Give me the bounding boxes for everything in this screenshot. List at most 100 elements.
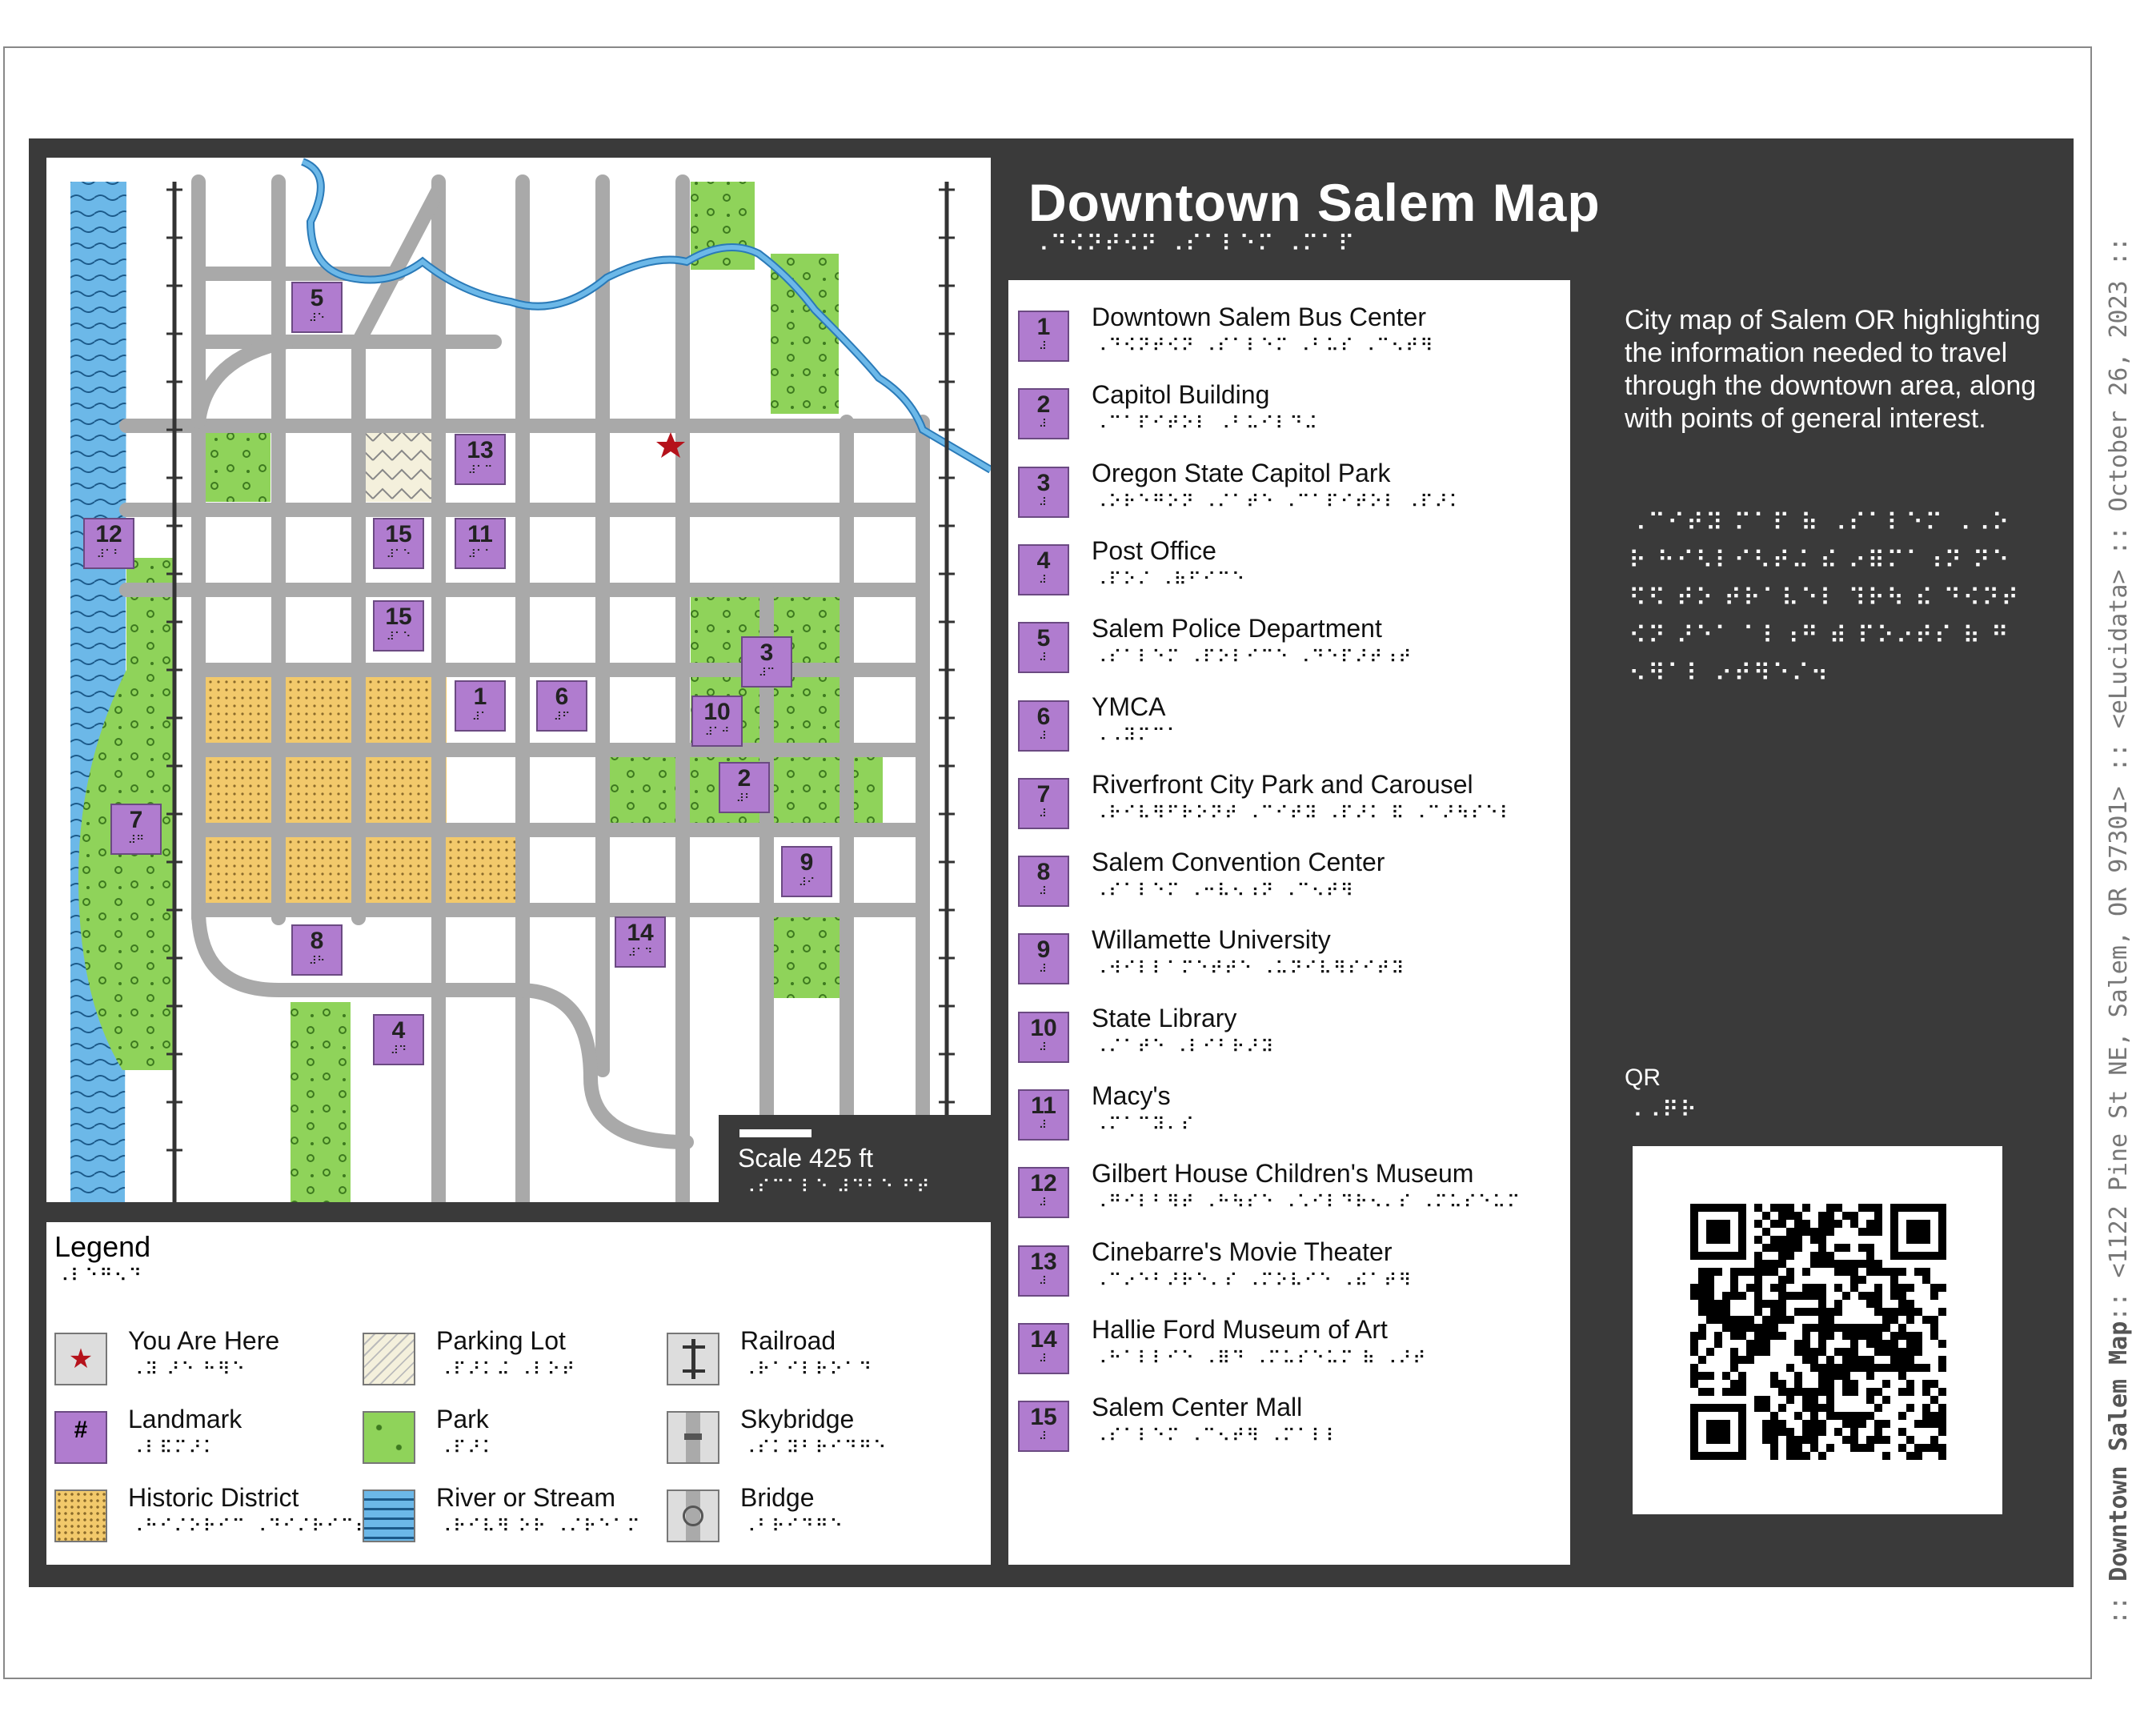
landmark-list-item[interactable]: 15⠼Salem Center Mall⠠⠎⠁⠇⠑⠍ ⠠⠉⠢⠞⠻ ⠠⠍⠁⠇⠇ (1018, 1393, 1562, 1465)
street-map[interactable]: 5⠼⠑ 13⠼⠁⠉ 12⠼⠁⠃ 15⠼⠁⠑ 11⠼⠁⠁ 15⠼⠁⠑ 3⠼⠉ 1⠼… (46, 158, 991, 1202)
historic-district (202, 670, 447, 746)
landmark-braille: ⠠⠉⠔⠑⠃⠜⠗⠑⠄⠎ ⠠⠍⠕⠧⠊⠑ ⠠⠮⠁⠞⠻ (1094, 1270, 1413, 1291)
landmark-list-item[interactable]: 13⠼Cinebarre's Movie Theater⠠⠉⠔⠑⠃⠜⠗⠑⠄⠎ ⠠… (1018, 1237, 1562, 1309)
landmark-name: Riverfront City Park and Carousel (1092, 769, 1473, 799)
map-landmark-2[interactable]: 2⠼⠃ (719, 762, 770, 813)
landmark-number-braille: ⠼ (1038, 1040, 1049, 1054)
landmark-number: 7 (1036, 780, 1051, 808)
landmark-number: 8 (1036, 859, 1051, 886)
map-landmark-8[interactable]: 8⠼⠓ (291, 924, 343, 976)
landmark-list-item[interactable]: 2⠼Capitol Building⠠⠉⠁⠏⠊⠞⠕⠇ ⠠⠃⠥⠊⠇⠙⠬ (1018, 380, 1562, 452)
qr-code[interactable] (1633, 1146, 2002, 1514)
landmark-number-braille: ⠼ (1038, 963, 1049, 976)
landmark-number: 1 (1036, 314, 1051, 340)
map-landmark-9[interactable]: 9⠼⠊ (781, 846, 832, 897)
landmark-braille: ⠠⠓⠁⠇⠇⠊⠑ ⠠⠿⠙ ⠠⠍⠥⠎⠑⠥⠍ ⠷ ⠠⠜⠞ (1094, 1348, 1428, 1369)
map-landmark-15[interactable]: 15⠼⠁⠑ (373, 600, 424, 652)
landmark-symbol: # (74, 1417, 88, 1443)
landmark-number: 10 (1030, 1014, 1057, 1041)
landmark-number: 5 (1036, 625, 1051, 652)
landmark-name: Downtown Salem Bus Center (1092, 303, 1426, 331)
landmark-name: Macy's (1092, 1081, 1171, 1110)
legend-braille: ⠠⠽ ⠜⠑ ⠓⠻⠑ (130, 1360, 246, 1380)
legend-item-historic-district: Historic District ⠠⠓⠊⠌⠕⠗⠊⠉ ⠠⠙⠊⠌⠗⠊⠉⠞ (54, 1483, 368, 1547)
landmark-number-braille: ⠼ (1038, 1430, 1049, 1444)
landmark-number-braille: ⠼ (1038, 652, 1049, 665)
landmark-name: Gilbert House Children's Museum (1092, 1159, 1474, 1189)
legend-item-railroad: Railroad ⠠⠗⠁⠊⠇⠗⠕⠁⠙ (667, 1326, 955, 1390)
historic-district (202, 754, 447, 826)
legend: Legend ⠠⠇⠑⠛⠢⠙ ★ You Are Here ⠠⠽ ⠜⠑ ⠓⠻⠑ P… (46, 1222, 991, 1565)
map-landmark-13[interactable]: 13⠼⠁⠉ (455, 434, 506, 485)
landmark-name: State Library (1092, 1003, 1237, 1032)
park-swatch (363, 1411, 415, 1464)
you-are-here-star (656, 432, 685, 458)
landmark-name: Salem Police Department (1092, 614, 1382, 643)
landmark-number: 14 (1030, 1325, 1057, 1353)
map-landmark-5[interactable]: 5⠼⠑ (291, 282, 343, 333)
landmark-list-item[interactable]: 10⠼State Library⠠⠌⠁⠞⠑ ⠠⠇⠊⠃⠗⠜⠽ (1018, 1004, 1562, 1076)
landmark-number: 3 (1036, 469, 1051, 496)
landmark-braille: ⠠⠎⠁⠇⠑⠍ ⠠⠒⠧⠢⠰⠝ ⠠⠉⠢⠞⠻ (1094, 881, 1355, 902)
landmark-number-badge: 11⠼ (1018, 1089, 1069, 1141)
legend-label: Skybridge (740, 1405, 855, 1433)
landmark-list-item[interactable]: 1⠼Downtown Salem Bus Center⠠⠙⠪⠝⠞⠪⠝ ⠠⠎⠁⠇⠑… (1018, 303, 1562, 375)
landmark-list-item[interactable]: 5⠼Salem Police Department⠠⠎⠁⠇⠑⠍ ⠠⠏⠕⠇⠊⠉⠑ … (1018, 614, 1562, 686)
landmark-list-item[interactable]: 14⠼Hallie Ford Museum of Art⠠⠓⠁⠇⠇⠊⠑ ⠠⠿⠙ … (1018, 1315, 1562, 1387)
landmark-list-item[interactable]: 12⠼Gilbert House Children's Museum⠠⠛⠊⠇⠃⠻… (1018, 1159, 1562, 1231)
landmark-number-badge: 3⠼ (1018, 466, 1069, 518)
landmark-number-badge: 15⠼ (1018, 1401, 1069, 1453)
legend-label: Bridge (740, 1483, 815, 1512)
legend-item-river: River or Stream ⠠⠗⠊⠧⠻ ⠕⠗ ⠠⠌⠗⠑⠁⠍ (363, 1483, 651, 1547)
map-landmark-11[interactable]: 11⠼⠁⠁ (455, 518, 506, 569)
railroad-icon (667, 1333, 719, 1385)
landmark-swatch: # (54, 1411, 107, 1464)
scale-label: Scale 425 ft (738, 1144, 873, 1173)
legend-braille: ⠠⠗⠁⠊⠇⠗⠕⠁⠙ (743, 1360, 874, 1380)
railroad (172, 182, 949, 1202)
landmark-number-badge: 1⠼ (1018, 311, 1069, 362)
map-landmark-1[interactable]: 1⠼⠁ (455, 680, 506, 732)
legend-item-you-are-here: ★ You Are Here ⠠⠽ ⠜⠑ ⠓⠻⠑ (54, 1326, 343, 1390)
landmark-list-item[interactable]: 9⠼Willamette University⠠⠺⠊⠇⠇⠁⠍⠑⠞⠞⠑ ⠠⠥⠝⠊⠧… (1018, 925, 1562, 997)
landmark-list-item[interactable]: 4⠼Post Office⠠⠏⠕⠌ ⠠⠷⠋⠊⠉⠑ (1018, 536, 1562, 608)
landmark-list-item[interactable]: 8⠼Salem Convention Center⠠⠎⠁⠇⠑⠍ ⠠⠒⠧⠢⠰⠝ ⠠… (1018, 848, 1562, 920)
map-landmark-4[interactable]: 4⠼⠙ (373, 1014, 424, 1065)
landmark-number-braille: ⠼ (1038, 1119, 1049, 1132)
map-landmark-12[interactable]: 12⠼⠁⠃ (83, 518, 134, 569)
landmark-number: 13 (1030, 1248, 1057, 1275)
landmark-number-braille: ⠼ (1038, 807, 1049, 820)
qr-label: QR (1625, 1064, 1661, 1091)
legend-braille: ⠠⠎⠅⠽⠃⠗⠊⠙⠛⠑ (743, 1438, 888, 1458)
landmark-name: Post Office (1092, 535, 1216, 565)
legend-braille: ⠠⠏⠜⠅ (439, 1438, 497, 1458)
landmark-braille: ⠠⠉⠁⠏⠊⠞⠕⠇ ⠠⠃⠥⠊⠇⠙⠬ (1094, 414, 1319, 435)
legend-item-parking-lot: Parking Lot ⠠⠏⠜⠅⠬ ⠠⠇⠕⠞ (363, 1326, 651, 1390)
map-landmark-10[interactable]: 10⠼⠁⠚ (691, 696, 743, 747)
legend-braille: ⠠⠏⠜⠅⠬ ⠠⠇⠕⠞ (439, 1360, 577, 1380)
landmark-braille: ⠠⠺⠊⠇⠇⠁⠍⠑⠞⠞⠑ ⠠⠥⠝⠊⠧⠻⠎⠊⠞⠽ (1094, 959, 1406, 980)
side-caption-title: Downtown Salem Map (2105, 1321, 2133, 1582)
map-landmark-3[interactable]: 3⠼⠉ (741, 636, 792, 688)
landmark-number-badge: 13⠼ (1018, 1245, 1069, 1297)
landmark-number: 2 (1036, 391, 1051, 419)
scale-bar-line (739, 1129, 812, 1137)
landmark-list-item[interactable]: 3⠼Oregon State Capitol Park⠠⠕⠗⠑⠛⠕⠝ ⠠⠌⠁⠞⠑… (1018, 459, 1562, 531)
landmark-list-item[interactable]: 11⠼ Macy's ⠠⠍⠁⠉⠽⠄⠎ (1018, 1081, 1562, 1153)
map-landmark-7[interactable]: 7⠼⠛ (110, 804, 162, 855)
map-landmark-14[interactable]: 14⠼⠁⠙ (615, 916, 666, 968)
map-landmark-6[interactable]: 6⠼⠋ (536, 680, 587, 732)
side-caption: :: Downtown Salem Map:: <1122 Pine St NE… (2105, 237, 2133, 1625)
map-landmark-15[interactable]: 15⠼⠁⠑ (373, 518, 424, 569)
star-icon: ★ (54, 1333, 107, 1385)
legend-label: Parking Lot (436, 1326, 566, 1355)
landmark-number-badge: 10⠼ (1018, 1011, 1069, 1063)
landmark-number-badge: 9⠼ (1018, 933, 1069, 985)
landmark-braille: ⠠⠍⠁⠉⠽⠄⠎ (1094, 1115, 1196, 1135)
landmark-braille: ⠠⠛⠊⠇⠃⠻⠞ ⠠⠓⠳⠎⠑ ⠠⠡⠊⠇⠙⠗⠢⠄⠎ ⠠⠍⠥⠎⠑⠥⠍ (1094, 1193, 1522, 1213)
landmark-number: 12 (1030, 1170, 1057, 1197)
landmark-list-item[interactable]: 6⠼YMCA⠠⠠⠽⠍⠉⠁ (1018, 692, 1562, 764)
landmark-list-item[interactable]: 7⠼Riverfront City Park and Carousel⠠⠗⠊⠧⠻… (1018, 770, 1562, 842)
historic-district-swatch (54, 1489, 107, 1542)
landmark-number-badge: 2⠼ (1018, 388, 1069, 440)
